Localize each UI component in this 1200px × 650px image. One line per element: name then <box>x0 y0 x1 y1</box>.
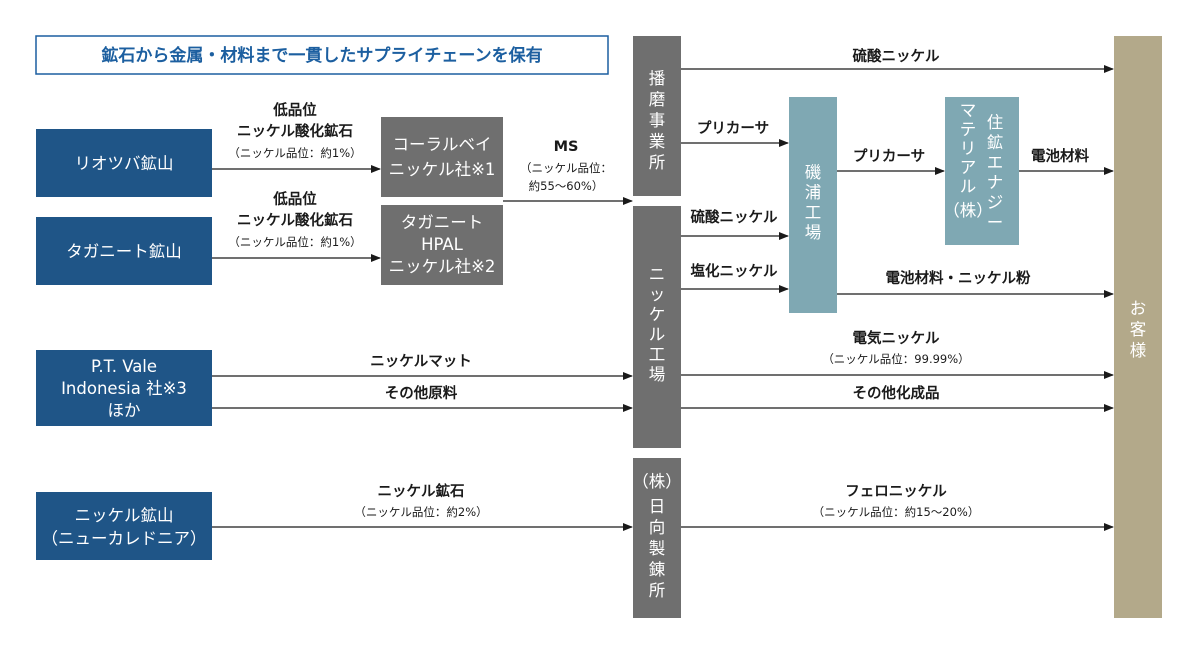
processor-label: 場 <box>649 365 666 384</box>
flow-sublabel: （ニッケル品位：約1%） <box>228 235 361 249</box>
processor-taganito-hpal: タガニート HPAL ニッケル社※2 <box>381 205 503 285</box>
processor-label: 所 <box>649 581 666 600</box>
flow-label: MS <box>554 139 579 155</box>
source-label: P.T. Vale <box>91 357 157 376</box>
processor-label: コーラルベイ <box>393 135 492 154</box>
processor-label: （株） <box>632 472 682 491</box>
customer-label: 客 <box>1130 320 1147 339</box>
processor-label: （株） <box>943 201 993 220</box>
processor-label: ケ <box>649 305 666 324</box>
processor-label: ッ <box>649 285 666 304</box>
customer-label: お <box>1130 299 1147 318</box>
flow-label: その他原料 <box>385 384 458 402</box>
processor-label: リ <box>960 139 977 158</box>
flow-label: ニッケルマット <box>370 353 472 370</box>
flow-sublabel: （ニッケル品位：99.99%） <box>822 352 969 366</box>
processor-energy-materials: 住 鉱 エ ナ ジ ー マ テ リ ア ル （株） <box>943 97 1019 245</box>
processor-label: ル <box>960 177 977 196</box>
processor-label: 日 <box>649 497 666 516</box>
flow-labels: 低品位 ニッケル酸化鉱石 （ニッケル品位：約1%） 低品位 ニッケル酸化鉱石 （… <box>228 47 1089 519</box>
customer-label: 様 <box>1130 341 1147 360</box>
processor-label: 所 <box>649 153 666 172</box>
flow-sublabel: 約55〜60%） <box>529 179 604 193</box>
processor-label: ア <box>960 158 977 177</box>
customer-bar: お 客 様 <box>1114 36 1162 618</box>
flow-label: その他化成品 <box>853 384 940 402</box>
processor-label: ニ <box>649 265 666 284</box>
processor-label: 錬 <box>649 560 666 579</box>
source-label: タガニート鉱山 <box>66 242 182 261</box>
processor-label: 鉱 <box>987 133 1004 152</box>
processor-nickel-plant: ニ ッ ケ ル 工 場 <box>633 206 681 448</box>
processor-label: 工 <box>805 203 822 222</box>
flow-label: 硫酸ニッケル <box>691 208 778 226</box>
processor-label: 製 <box>649 539 666 558</box>
processor-label: ジ <box>987 193 1004 212</box>
flow-sublabel: （ニッケル品位： <box>520 161 612 175</box>
processor-isoura-plant: 磯 浦 工 場 <box>789 97 837 313</box>
processor-label: HPAL <box>421 235 464 254</box>
processor-label: 住 <box>987 113 1004 132</box>
source-rio-tuba-mine: リオツバ鉱山 <box>36 129 212 197</box>
flow-sublabel: （ニッケル品位：約2%） <box>354 505 487 519</box>
processor-label: エ <box>987 153 1004 172</box>
source-label: ニッケル鉱山 <box>75 506 174 525</box>
processor-label: ル <box>649 325 666 344</box>
processor-label: 播 <box>649 69 666 88</box>
processor-label: 場 <box>805 223 822 242</box>
processor-hyuga-smelting: （株） 日 向 製 錬 所 <box>632 458 682 618</box>
processor-label: テ <box>960 120 977 139</box>
processor-label: 磨 <box>649 90 666 109</box>
flow-label: 電池材料 <box>1031 147 1089 165</box>
source-new-caledonia-mine: ニッケル鉱山 （ニューカレドニア） <box>36 492 212 560</box>
processor-coral-bay: コーラルベイ ニッケル社※1 <box>381 117 503 197</box>
flow-label: ニッケル酸化鉱石 <box>237 122 353 140</box>
flow-label: ニッケル酸化鉱石 <box>237 211 353 229</box>
processor-label: 業 <box>649 132 666 151</box>
title-banner: 鉱石から金属・材料まで一貫したサプライチェーンを保有 <box>35 35 609 75</box>
source-taganito-mine: タガニート鉱山 <box>36 217 212 285</box>
processor-label: ナ <box>987 173 1004 192</box>
flow-label: 低品位 <box>272 190 317 208</box>
processor-label: 磯 <box>805 163 822 182</box>
flow-label: ニッケル鉱石 <box>378 482 465 500</box>
processor-label: マ <box>960 101 977 120</box>
source-label: ほか <box>108 401 141 420</box>
source-label: Indonesia 社※3 <box>61 379 187 398</box>
processor-label: タガニート <box>401 213 484 232</box>
flow-label: プリカーサ <box>853 148 925 165</box>
flow-label: プリカーサ <box>697 120 769 137</box>
processor-harima-works: 播 磨 事 業 所 <box>633 36 681 196</box>
processor-label: ニッケル社※2 <box>389 257 496 276</box>
processor-label: 工 <box>649 345 666 364</box>
flow-label: 硫酸ニッケル <box>853 47 940 65</box>
processor-label: ー <box>987 213 1004 232</box>
processor-label: 向 <box>649 518 666 537</box>
flow-sublabel: （ニッケル品位：約1%） <box>228 146 361 160</box>
flow-label: 低品位 <box>272 101 317 119</box>
flow-label: 電気ニッケル <box>853 329 940 347</box>
arrows <box>212 65 1114 531</box>
processor-label: ニッケル社※1 <box>389 160 496 179</box>
source-label: （ニューカレドニア） <box>42 529 207 548</box>
source-pt-vale: P.T. Vale Indonesia 社※3 ほか <box>36 350 212 426</box>
flow-label: 塩化ニッケル <box>691 262 778 280</box>
source-label: リオツバ鉱山 <box>75 154 174 173</box>
processor-label: 事 <box>649 111 666 130</box>
flow-label: 電池材料・ニッケル粉 <box>886 269 1031 287</box>
flow-label: フェロニッケル <box>845 483 947 500</box>
flow-sublabel: （ニッケル品位：約15〜20%） <box>813 505 980 519</box>
processor-label: 浦 <box>805 183 822 202</box>
diagram-title: 鉱石から金属・材料まで一貫したサプライチェーンを保有 <box>101 45 542 66</box>
